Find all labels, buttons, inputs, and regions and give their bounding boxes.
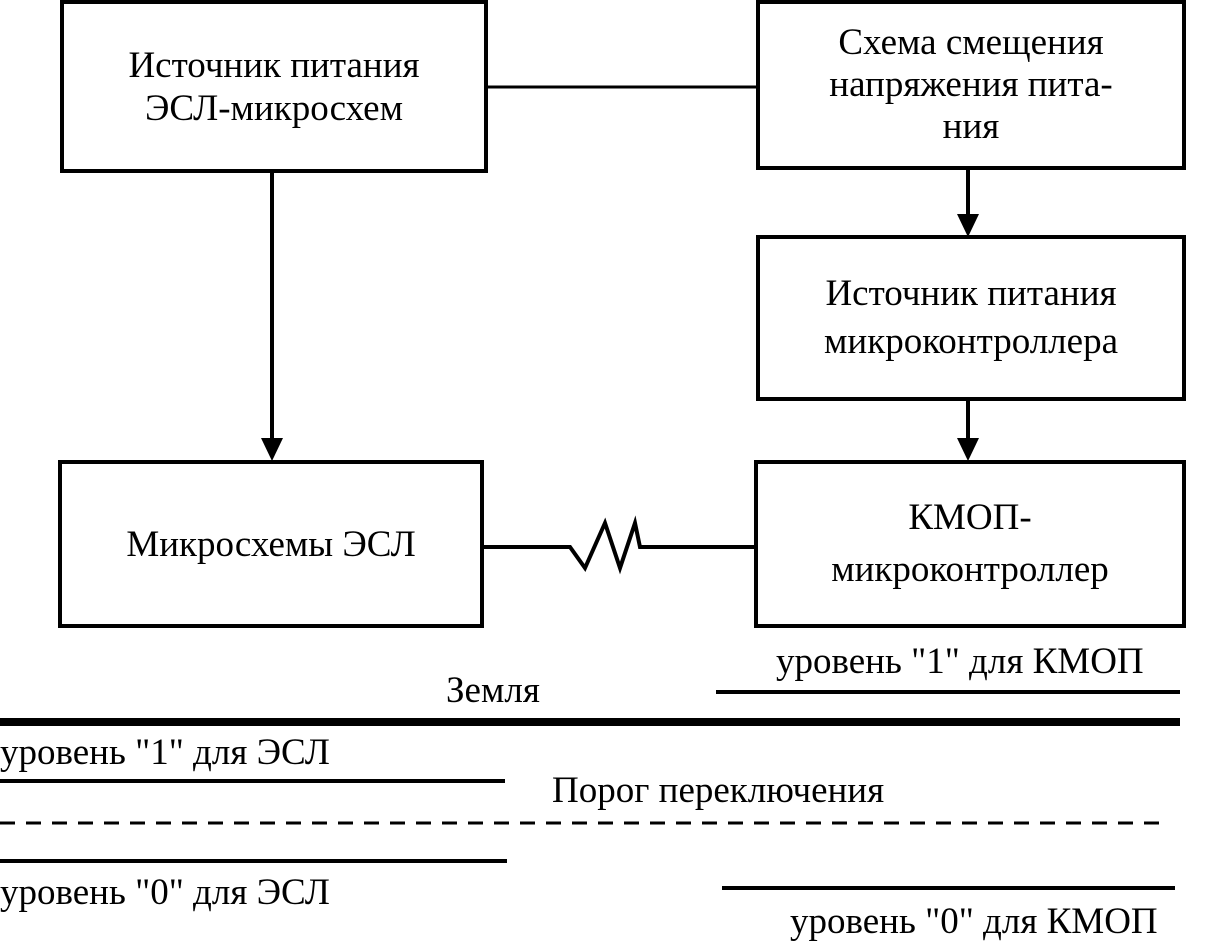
arrowhead-mcu-power <box>957 214 979 237</box>
bias-circuit-block: Схема смещения напряжения пита- ния <box>756 0 1186 170</box>
block-text-line: Источник питания <box>128 44 420 86</box>
esl-zero-level-label: уровень "0" для ЭСЛ <box>0 872 330 913</box>
arrowhead-cmos-mcu <box>957 438 979 461</box>
arrowhead-esl-chips <box>261 438 283 461</box>
block-text-line: Микросхемы ЭСЛ <box>126 523 416 565</box>
threshold-label: Порог переключения <box>552 770 885 811</box>
cmos-one-level-label: уровень "1" для КМОП <box>776 641 1144 682</box>
block-text-line: Источник питания <box>825 273 1117 314</box>
cmos-mcu-block: КМОП- микроконтроллер <box>754 460 1186 628</box>
block-text-line: микроконтроллер <box>831 549 1109 590</box>
esl-power-supply-block: Источник питания ЭСЛ-микросхем <box>60 0 488 173</box>
cmos-zero-level-label: уровень "0" для КМОП <box>790 901 1158 942</box>
ground-label: Земля <box>446 670 540 711</box>
mcu-power-supply-block: Источник питания микроконтроллера <box>756 235 1186 401</box>
esl-chips-block: Микросхемы ЭСЛ <box>58 460 484 628</box>
block-text-line: КМОП- <box>908 497 1032 538</box>
block-text-line: ЭСЛ-микросхем <box>144 87 404 129</box>
block-text-line: напряжения пита- <box>829 64 1113 105</box>
block-text-line: Схема смещения <box>838 22 1104 63</box>
block-text-line: микроконтроллера <box>824 321 1118 362</box>
block-text-line: ния <box>942 106 1000 147</box>
esl-one-level-label: уровень "1" для ЭСЛ <box>0 732 330 773</box>
resistor-connection <box>482 515 756 575</box>
